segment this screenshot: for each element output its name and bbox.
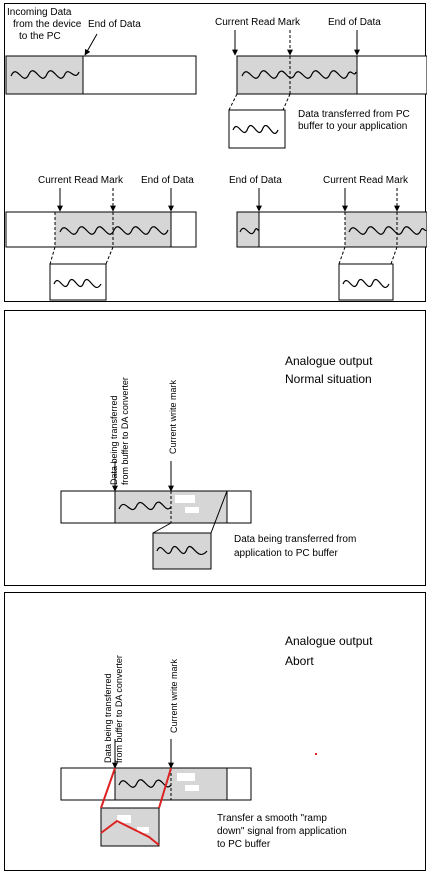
output-buffer-bar	[60, 767, 252, 801]
vertical-label-1a: Data being transferred	[109, 395, 119, 485]
vertical-label-1b: from buffer to DA converter	[120, 377, 130, 485]
incoming-label-3: to the PC	[19, 31, 61, 42]
waveform	[241, 70, 357, 79]
buffer-bar-4	[236, 211, 427, 248]
buffer-bar-1	[5, 55, 197, 95]
buffer-bar-3	[5, 211, 197, 248]
buffer-diagram-panel: Incoming Data from the device to the PC …	[4, 3, 427, 302]
transfer-box-2	[49, 246, 114, 301]
end-of-data-label: End of Data	[328, 17, 381, 28]
output-buffer-bar	[60, 490, 252, 524]
incoming-label-1: Incoming Data	[7, 7, 72, 18]
vertical-label-2: Current write mark	[169, 658, 179, 733]
waveform	[118, 501, 172, 511]
status-text: Abort	[285, 654, 314, 668]
ramp-text-1: Transfer a smooth "ramp	[217, 813, 327, 824]
abort-output-panel: Analogue output Abort Data being transfe…	[4, 592, 426, 871]
end-of-data-arrow	[84, 33, 98, 56]
panel-title: Analogue output	[285, 354, 373, 368]
waveform	[348, 226, 427, 235]
current-read-mark-label: Current Read Mark	[38, 175, 124, 186]
transfer-box-3	[338, 246, 398, 301]
end-of-data-label: End of Data	[88, 19, 141, 30]
normal-output-diagram: Analogue output Normal situation Data be…	[60, 354, 373, 570]
transfer-text-2: application to PC buffer	[234, 548, 338, 559]
ramp-text-2: down" signal from application	[217, 826, 347, 837]
transfer-text-1: Data being transferred from	[234, 534, 356, 545]
incoming-label-2: from the device	[13, 19, 82, 30]
status-text: Normal situation	[285, 372, 372, 386]
ramp-text-3: to PC buffer	[217, 839, 271, 850]
waveform	[10, 70, 80, 79]
application-buffer-box	[152, 490, 228, 570]
buffer-diagram: Incoming Data from the device to the PC …	[5, 7, 427, 301]
ramp-down-box	[100, 767, 172, 847]
vertical-label-2: Current write mark	[168, 379, 178, 454]
vertical-label-1a: Data being transferred	[103, 673, 113, 763]
current-read-mark-label: Current Read Mark	[215, 17, 301, 28]
transfer-box-1	[228, 93, 291, 149]
end-of-data-label: End of Data	[141, 175, 194, 186]
panel-title: Analogue output	[285, 634, 373, 648]
normal-output-panel: Analogue output Normal situation Data be…	[4, 310, 426, 586]
transfer-text-1: Data transferred from PC	[298, 109, 410, 120]
waveform	[118, 779, 172, 788]
vertical-label-1b: from buffer to DA converter	[114, 655, 124, 763]
buffer-bar-2	[236, 55, 427, 95]
abort-output-diagram: Analogue output Abort Data being transfe…	[60, 634, 373, 850]
waveform	[239, 227, 260, 235]
ramp-down-waveform	[100, 819, 160, 846]
transfer-text-2: buffer to your application	[298, 121, 407, 132]
red-dot	[315, 753, 317, 755]
waveform	[59, 226, 169, 235]
end-of-data-label: End of Data	[229, 175, 282, 186]
current-read-mark-label: Current Read Mark	[323, 175, 409, 186]
